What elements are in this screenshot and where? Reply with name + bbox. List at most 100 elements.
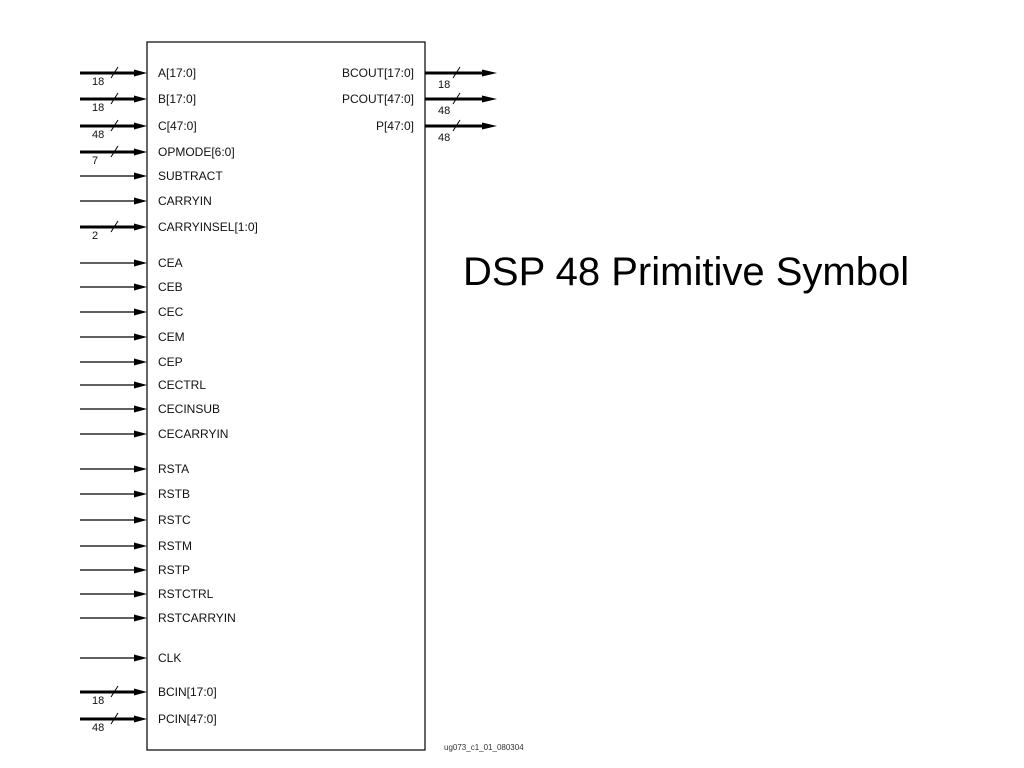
input-pin-label: RSTCARRYIN bbox=[158, 611, 236, 625]
input-pin: 18 A[17:0] bbox=[80, 66, 196, 88]
input-pin: CECINSUB bbox=[80, 402, 220, 416]
input-arrowhead bbox=[134, 95, 147, 103]
page-title: DSP 48 Primitive Symbol bbox=[463, 250, 910, 294]
input-arrowhead bbox=[134, 259, 147, 267]
input-arrowhead bbox=[134, 122, 147, 130]
input-pin: RSTA bbox=[80, 462, 189, 476]
input-pin-label: C[47:0] bbox=[158, 119, 197, 133]
input-pin-label: RSTCTRL bbox=[158, 587, 214, 601]
input-pin: CLK bbox=[80, 651, 181, 665]
input-pin-label: RSTM bbox=[158, 539, 192, 553]
bus-width-slash bbox=[452, 92, 461, 105]
input-pin-label: CARRYIN bbox=[158, 194, 212, 208]
input-pin-label: BCIN[17:0] bbox=[158, 685, 217, 699]
input-pin: 18 B[17:0] bbox=[80, 92, 196, 114]
input-pin: RSTP bbox=[80, 563, 190, 577]
input-arrowhead bbox=[134, 283, 147, 291]
input-arrowhead bbox=[134, 172, 147, 180]
input-pin: 48 PCIN[47:0] bbox=[80, 712, 217, 734]
output-pin: 48 P[47:0] bbox=[376, 119, 497, 144]
bus-width-label: 48 bbox=[438, 132, 450, 144]
input-pin: CEC bbox=[80, 305, 184, 319]
input-arrowhead bbox=[134, 465, 147, 473]
bus-width-label: 18 bbox=[92, 76, 104, 88]
input-arrowhead bbox=[134, 197, 147, 205]
input-pin-label: CEP bbox=[158, 355, 183, 369]
bus-width-label: 48 bbox=[92, 722, 104, 734]
input-pin: CARRYIN bbox=[80, 194, 212, 208]
input-pin: RSTC bbox=[80, 513, 191, 527]
input-arrowhead bbox=[134, 358, 147, 366]
input-pin-label: CARRYINSEL[1:0] bbox=[158, 220, 258, 234]
input-pin: CECTRL bbox=[80, 378, 206, 392]
input-arrowhead bbox=[134, 223, 147, 231]
bus-width-label: 48 bbox=[438, 105, 450, 117]
input-arrowhead bbox=[134, 590, 147, 598]
bus-width-slash bbox=[452, 66, 461, 79]
input-pin-label: CEC bbox=[158, 305, 184, 319]
output-pin: 18 BCOUT[17:0] bbox=[342, 66, 497, 91]
input-pin: 2 CARRYINSEL[1:0] bbox=[80, 220, 258, 242]
output-pin: 48 PCOUT[47:0] bbox=[342, 92, 497, 117]
input-arrowhead bbox=[134, 333, 147, 341]
bus-width-slash bbox=[110, 66, 119, 79]
input-arrowhead bbox=[134, 715, 147, 723]
input-arrowhead bbox=[134, 148, 147, 156]
input-arrowhead bbox=[134, 614, 147, 622]
input-pin-label: PCIN[47:0] bbox=[158, 712, 217, 726]
output-pin-label: P[47:0] bbox=[376, 119, 414, 133]
input-pin: RSTCARRYIN bbox=[80, 611, 236, 625]
input-pin: CECARRYIN bbox=[80, 427, 228, 441]
input-pin-label: RSTP bbox=[158, 563, 190, 577]
output-arrowhead bbox=[482, 122, 497, 130]
input-pin: SUBTRACT bbox=[80, 169, 223, 183]
input-pin-label: CEA bbox=[158, 256, 183, 270]
input-arrowhead bbox=[134, 381, 147, 389]
bus-width-slash bbox=[110, 685, 119, 698]
input-arrowhead bbox=[134, 654, 147, 662]
input-pin-label: CEB bbox=[158, 280, 183, 294]
input-pin-label: B[17:0] bbox=[158, 92, 196, 106]
input-arrowhead bbox=[134, 516, 147, 524]
output-arrowhead bbox=[482, 95, 497, 103]
bus-width-slash bbox=[110, 220, 119, 233]
input-pin-label: RSTB bbox=[158, 487, 190, 501]
bus-width-label: 48 bbox=[92, 129, 104, 141]
input-pin-label: CECINSUB bbox=[158, 402, 220, 416]
bus-width-slash bbox=[110, 712, 119, 725]
input-arrowhead bbox=[134, 542, 147, 550]
input-arrowhead bbox=[134, 69, 147, 77]
input-pin-label: SUBTRACT bbox=[158, 169, 223, 183]
input-pin: 48 C[47:0] bbox=[80, 119, 197, 141]
input-pin: RSTCTRL bbox=[80, 587, 214, 601]
bus-width-label: 2 bbox=[92, 230, 98, 242]
input-arrowhead bbox=[134, 430, 147, 438]
input-pin: CEP bbox=[80, 355, 183, 369]
input-pin: RSTB bbox=[80, 487, 190, 501]
input-pin-label: RSTA bbox=[158, 462, 189, 476]
input-arrowhead bbox=[134, 308, 147, 316]
bus-width-slash bbox=[110, 145, 119, 158]
bus-width-label: 7 bbox=[92, 155, 98, 167]
output-pin-label: BCOUT[17:0] bbox=[342, 66, 414, 80]
bus-width-slash bbox=[110, 92, 119, 105]
bus-width-label: 18 bbox=[92, 102, 104, 114]
input-pin-label: CEM bbox=[158, 330, 185, 344]
input-pin-label: A[17:0] bbox=[158, 66, 196, 80]
input-arrowhead bbox=[134, 405, 147, 413]
input-arrowhead bbox=[134, 566, 147, 574]
primitive-block bbox=[146, 41, 426, 751]
input-arrowhead bbox=[134, 688, 147, 696]
input-arrowhead bbox=[134, 490, 147, 498]
output-pin-label: PCOUT[47:0] bbox=[342, 92, 414, 106]
bus-width-label: 18 bbox=[438, 79, 450, 91]
input-pin-label: RSTC bbox=[158, 513, 191, 527]
input-pin-label: CLK bbox=[158, 651, 181, 665]
input-pin-label: CECTRL bbox=[158, 378, 206, 392]
bus-width-slash bbox=[452, 119, 461, 132]
input-pin: CEA bbox=[80, 256, 183, 270]
input-pin: RSTM bbox=[80, 539, 192, 553]
